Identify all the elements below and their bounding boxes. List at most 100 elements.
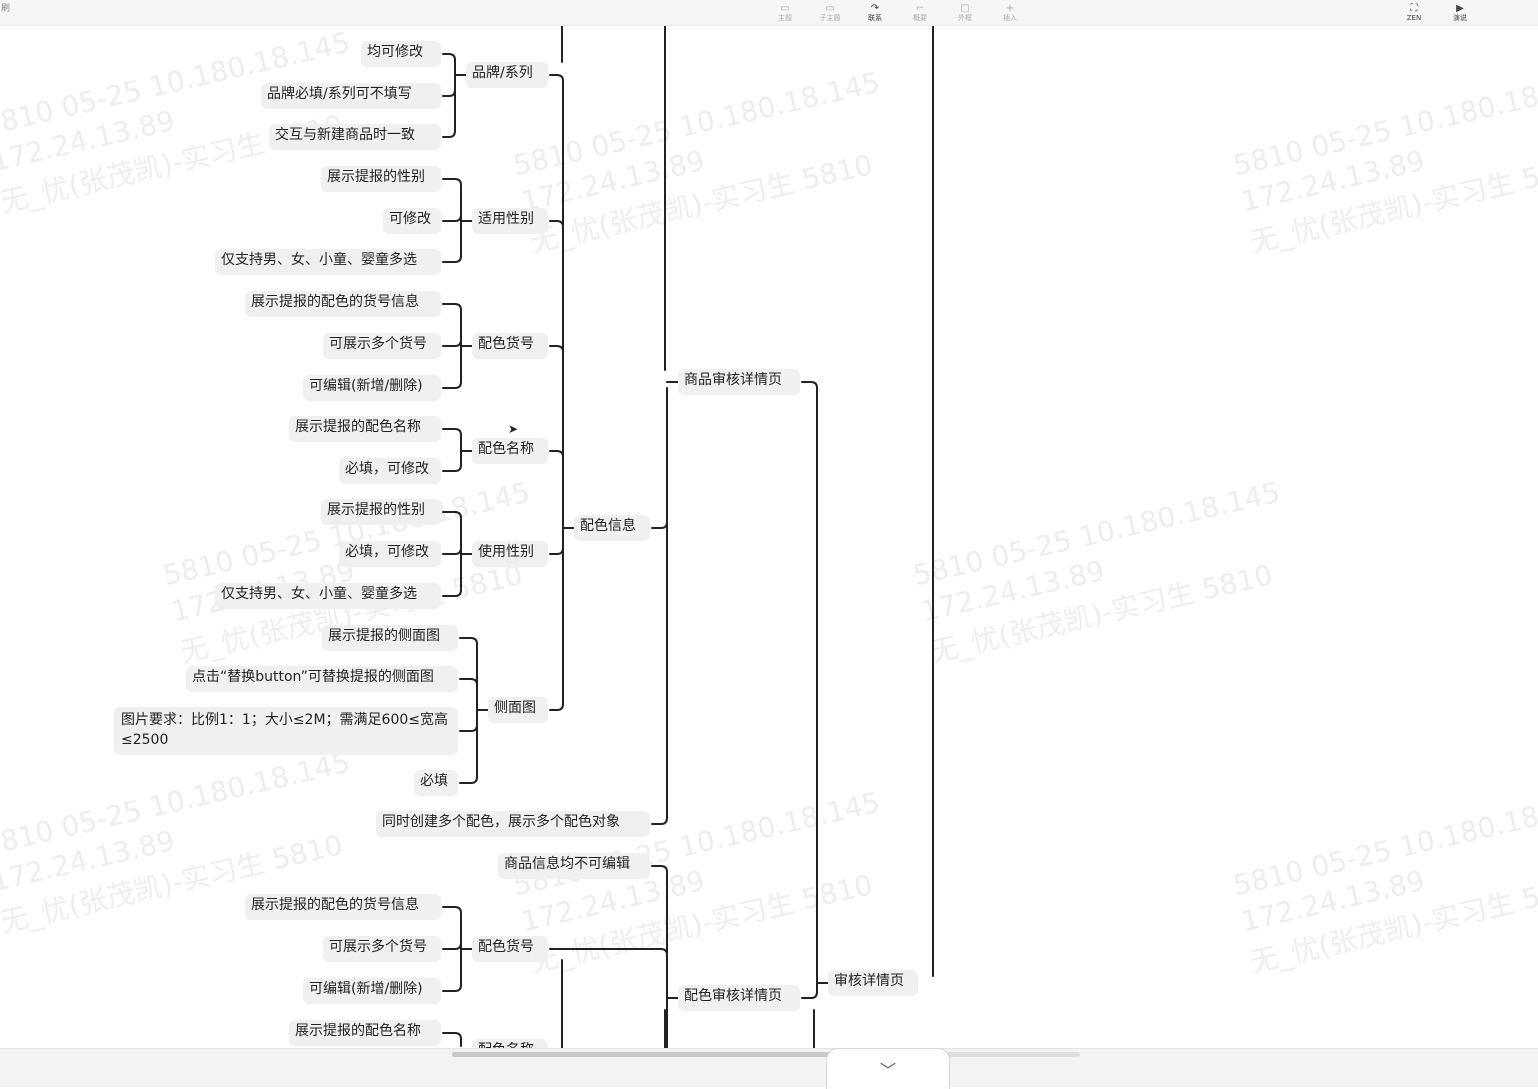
scrollbar-thumb[interactable] xyxy=(452,1052,872,1057)
toolbar-boundary-button[interactable]: ▢ 外框 xyxy=(943,0,987,25)
mindmap-node[interactable]: 配色货号 xyxy=(472,333,548,359)
mindmap-node[interactable]: 仅支持男、女、小童、婴童多选 xyxy=(215,249,441,275)
insert-icon: + xyxy=(1005,3,1015,14)
fullscreen-icon: ⛶ xyxy=(1410,3,1418,14)
mindmap-node[interactable]: 展示提报的配色的货号信息 xyxy=(245,291,441,317)
toolbar-present-label: 演说 xyxy=(1453,14,1467,22)
mindmap-node[interactable]: 图片要求：比例1：1；大小≤2M；需满足600≤宽高≤2500 xyxy=(114,707,458,755)
mindmap-node[interactable]: 展示提报的性别 xyxy=(321,499,441,525)
collapse-panel-button[interactable]: ﹀ xyxy=(826,1048,950,1089)
toolbar-topic-button[interactable]: ▭ 主题 xyxy=(763,0,807,25)
connector-line xyxy=(459,724,478,732)
play-icon: ▶ xyxy=(1456,3,1464,14)
connector-line xyxy=(442,53,456,61)
toolbar-subtopic-label: 子主题 xyxy=(819,14,841,22)
toolbar-relation-button[interactable]: ↷ 联系 xyxy=(853,0,897,25)
chevron-down-icon: ﹀ xyxy=(879,1061,896,1080)
mindmap-node[interactable]: 展示提报的配色的货号信息 xyxy=(245,894,441,920)
toolbar-zen-button[interactable]: ⛶ ZEN xyxy=(1392,0,1436,25)
connector-line xyxy=(549,703,564,711)
relation-icon: ↷ xyxy=(870,3,880,14)
subtopic-icon: ▭ xyxy=(825,3,835,14)
mindmap-node[interactable]: 配色货号 xyxy=(472,936,548,962)
connector-line xyxy=(442,381,462,389)
connector-line xyxy=(442,89,456,97)
connector-line xyxy=(442,255,462,263)
mindmap-node[interactable]: 仅支持男、女、小童、婴童多选 xyxy=(215,583,441,609)
mindmap-node[interactable]: 可展示多个货号 xyxy=(323,333,441,359)
mindmap-node[interactable]: 商品审核详情页 xyxy=(678,369,800,395)
connector-line xyxy=(442,942,462,950)
connector-line xyxy=(442,303,462,311)
toolbar-present-button[interactable]: ▶ 演说 xyxy=(1438,0,1482,25)
mindmap-node[interactable]: 配色信息 xyxy=(574,515,650,541)
connector-line xyxy=(651,865,668,873)
mindmap-node[interactable]: 必填，可修改 xyxy=(339,458,441,484)
connector-line xyxy=(801,381,818,389)
connector-line xyxy=(442,428,462,436)
mindmap-node[interactable]: 交互与新建商品时一致 xyxy=(269,124,441,150)
toolbar-summary-label: 概要 xyxy=(913,14,927,22)
mindmap-node[interactable]: 均可修改 xyxy=(361,41,441,67)
toolbar-insert-label: 插入 xyxy=(1003,14,1017,22)
horizontal-scrollbar[interactable] xyxy=(452,1052,1080,1057)
connector-line xyxy=(549,547,564,555)
mindmap-node[interactable]: 点击“替换button”可替换提报的侧面图 xyxy=(186,666,458,692)
toolbar-relation-label: 联系 xyxy=(868,14,882,22)
mindmap-node[interactable]: 配色名称 xyxy=(472,438,548,464)
toolbar-corner-label: 刷 xyxy=(1,4,11,14)
topic-icon: ▭ xyxy=(780,3,790,14)
mindmap-node[interactable]: 同时创建多个配色，展示多个配色对象 xyxy=(376,811,650,837)
toolbar-topic-label: 主题 xyxy=(778,14,792,22)
connector-line xyxy=(442,130,456,138)
connector-line xyxy=(442,511,462,519)
connector-line xyxy=(442,339,462,347)
summary-icon: ⌐ xyxy=(915,3,925,14)
mindmap-node[interactable]: 可编辑(新增/删除) xyxy=(303,978,441,1004)
mindmap-node[interactable]: 可展示多个货号 xyxy=(323,936,441,962)
connector-line xyxy=(549,74,564,82)
toolbar-insert-button[interactable]: + 插入 xyxy=(988,0,1032,25)
connector-line xyxy=(651,521,668,529)
mindmap-node[interactable]: 配色审核详情页 xyxy=(678,985,800,1011)
connector-line xyxy=(442,906,462,914)
mindmap-node[interactable]: 侧面图 xyxy=(488,697,548,723)
toolbar-boundary-label: 外框 xyxy=(958,14,972,22)
mindmap-node[interactable]: 展示提报的配色名称 xyxy=(289,1020,441,1046)
connector-line xyxy=(459,776,478,784)
connector-line xyxy=(549,220,564,228)
connector-line xyxy=(549,450,564,458)
mindmap-node[interactable]: 适用性别 xyxy=(472,208,548,234)
mindmap-node[interactable]: 品牌/系列 xyxy=(466,62,548,88)
connector-line xyxy=(549,948,668,956)
boundary-icon: ▢ xyxy=(960,3,970,14)
mindmap-node[interactable]: 必填 xyxy=(414,770,458,796)
connector-line xyxy=(442,589,462,597)
connector-line xyxy=(442,984,462,992)
connector-line xyxy=(442,178,462,186)
toolbar-subtopic-button[interactable]: ▭ 子主题 xyxy=(808,0,852,25)
mindmap-node[interactable]: 品牌必填/系列可不填写 xyxy=(261,83,441,109)
connector-line xyxy=(459,678,478,686)
mindmap-node[interactable]: 必填，可修改 xyxy=(339,541,441,567)
connector-line xyxy=(442,214,462,222)
toolbar-zen-label: ZEN xyxy=(1406,14,1422,22)
mouse-cursor-icon: ➤ xyxy=(508,422,519,436)
connector-line xyxy=(801,991,818,999)
mindmap-node[interactable]: 可修改 xyxy=(383,208,441,234)
mindmap-node[interactable]: 使用性别 xyxy=(472,541,548,567)
mindmap-node[interactable]: 展示提报的性别 xyxy=(321,166,441,192)
mindmap-node[interactable]: 商品信息均不可编辑 xyxy=(498,853,650,879)
connector-line xyxy=(442,464,462,472)
mindmap-node[interactable]: 展示提报的配色名称 xyxy=(289,416,441,442)
mindmap-node[interactable]: 可编辑(新增/删除) xyxy=(303,375,441,401)
connector-line xyxy=(459,637,478,645)
connector-line xyxy=(549,345,564,353)
mindmap-node[interactable]: 展示提报的侧面图 xyxy=(322,625,458,651)
connector-line xyxy=(651,817,668,825)
mindmap-node[interactable]: 审核详情页 xyxy=(828,970,918,996)
toolbar-summary-button[interactable]: ⌐ 概要 xyxy=(898,0,942,25)
connector-line xyxy=(442,547,462,555)
